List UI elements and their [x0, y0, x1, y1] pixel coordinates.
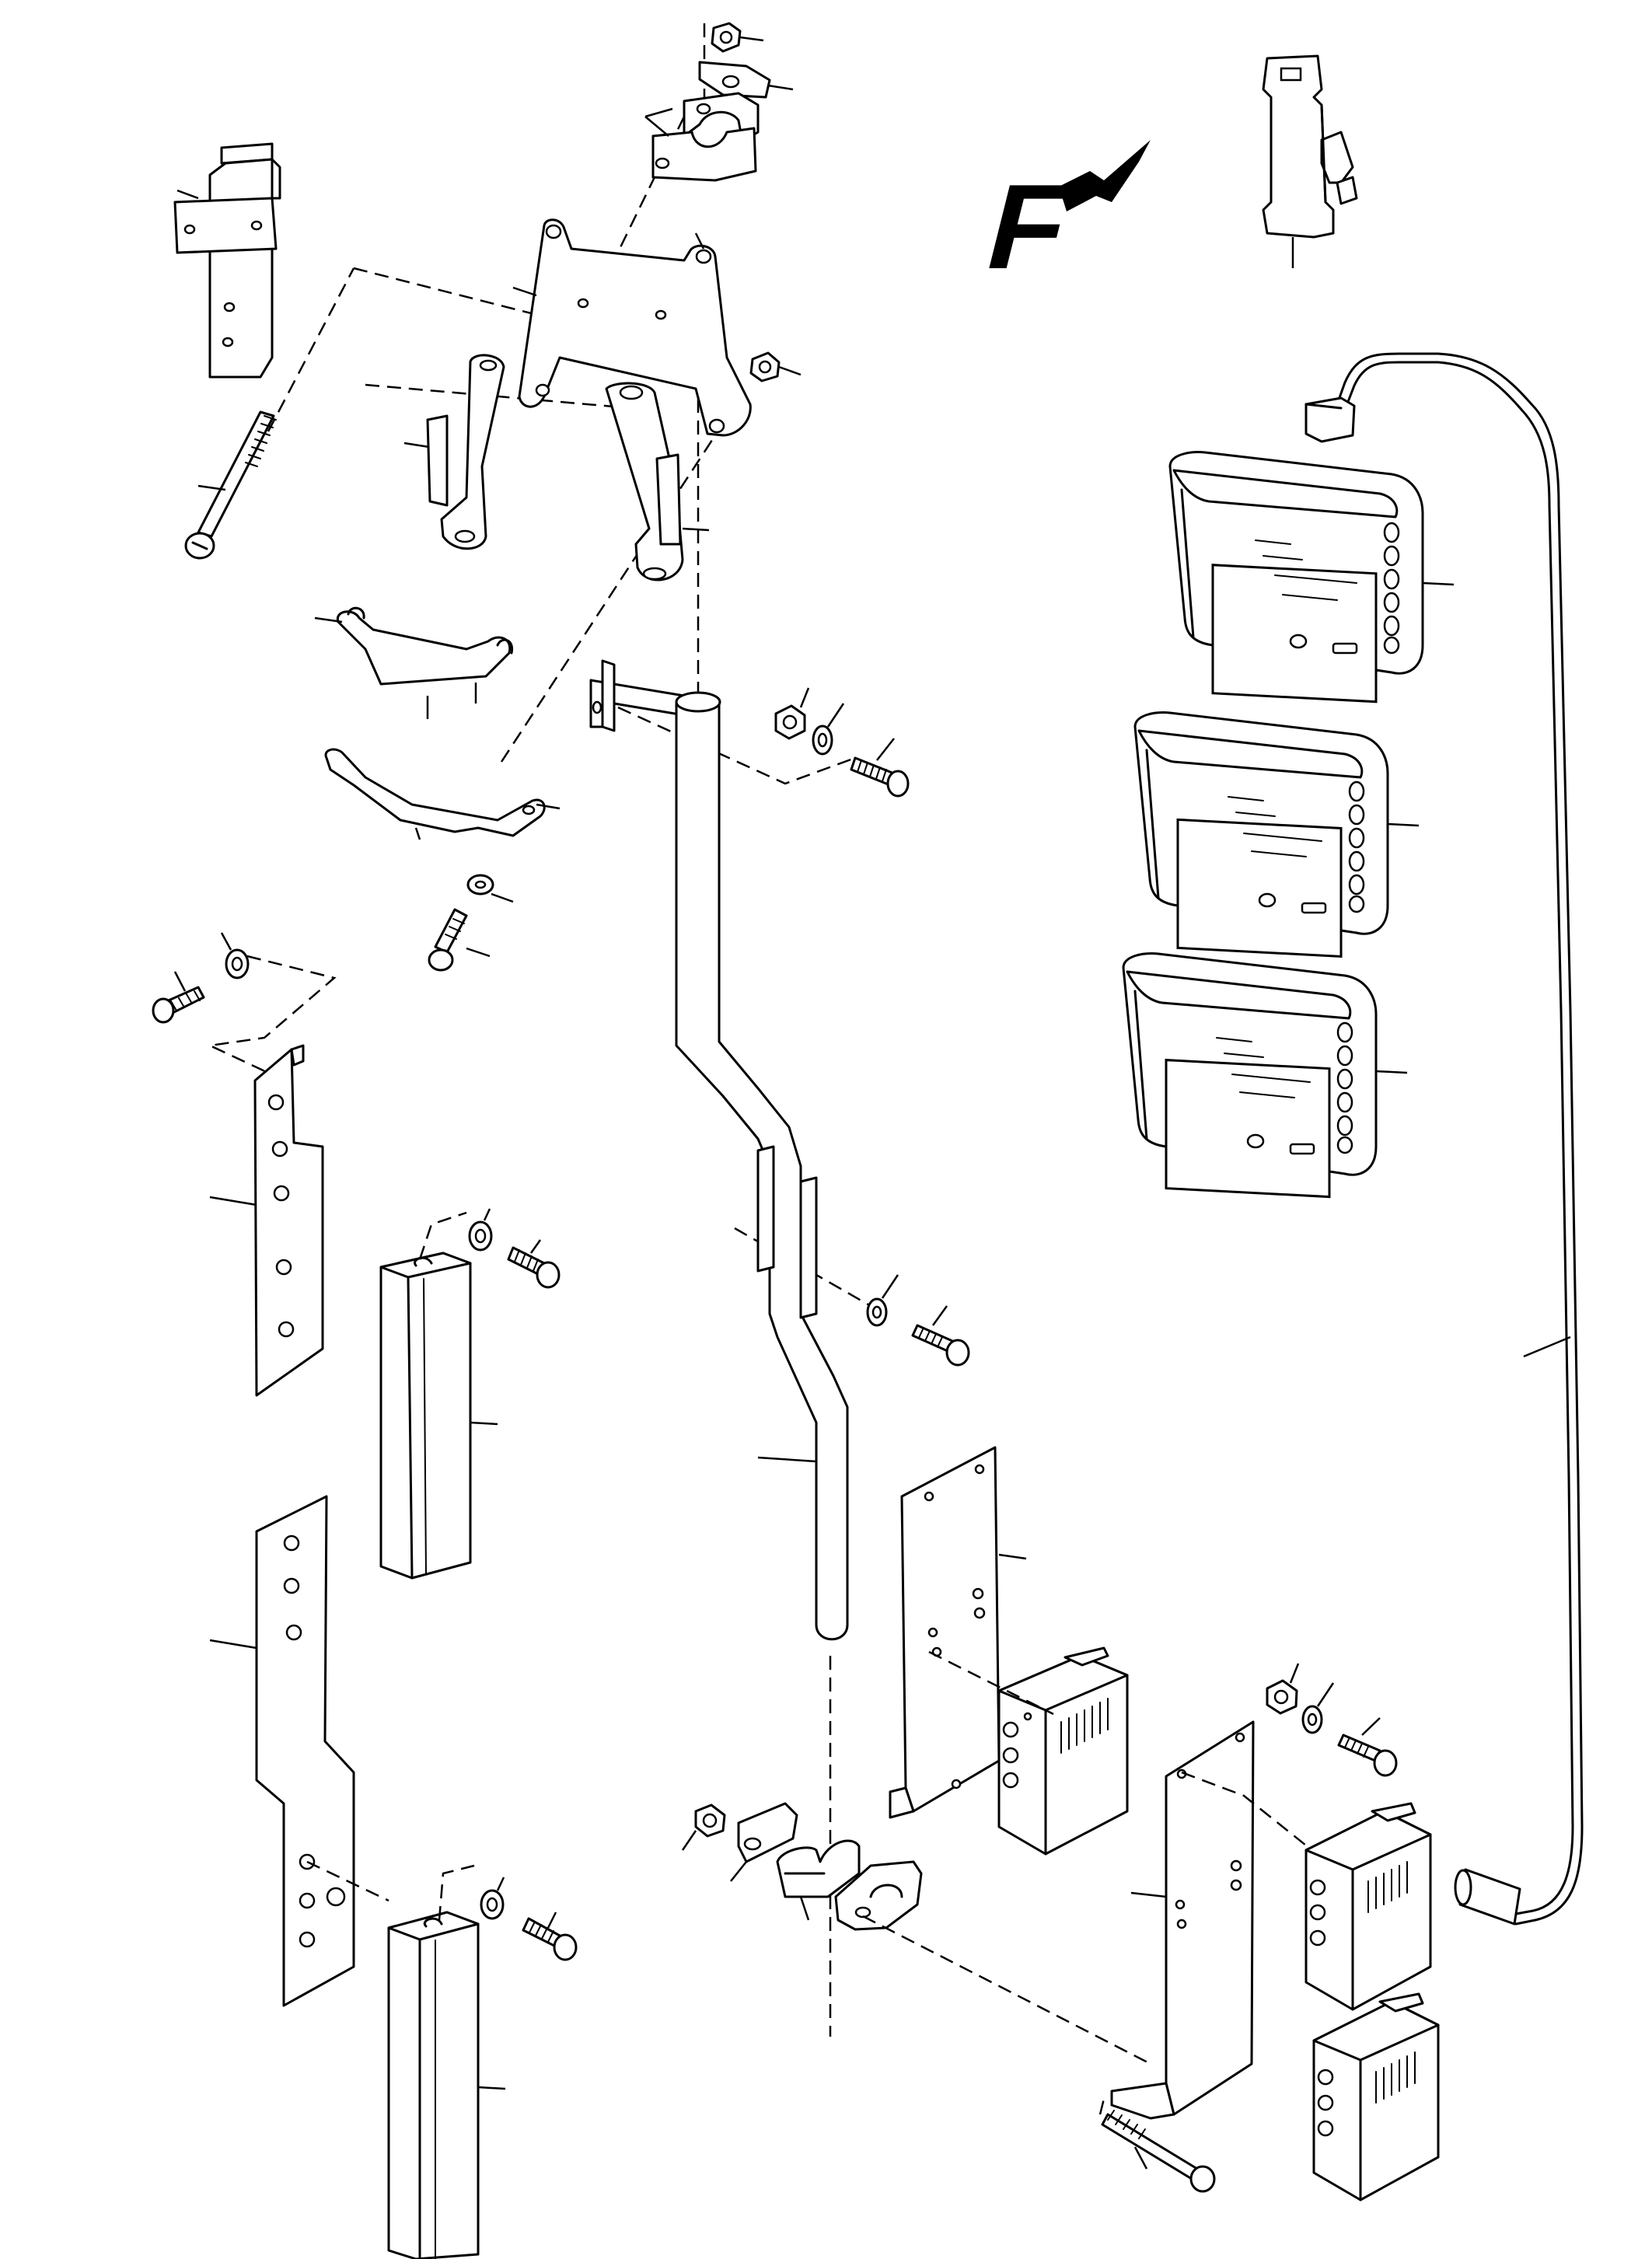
upper-strap-bracket: [314, 606, 514, 719]
monitor-3: [1122, 952, 1408, 1199]
lower-tube-bolt: [522, 1912, 578, 1961]
panel-long-bolt: [1101, 2110, 1216, 2193]
long-bolt-thread: [245, 415, 277, 467]
long-bolt: [184, 410, 277, 560]
mount-plate-nut: [749, 351, 802, 382]
pole-top-bolt: [850, 738, 910, 798]
strap-washer: [466, 874, 514, 903]
monitor-pole: [589, 659, 849, 1641]
spare-box-vents: [1375, 2051, 1416, 2104]
monitor-3-buttons: [1336, 1021, 1353, 1154]
upper-tube-bolt: [507, 1239, 561, 1289]
bottom-clamp-left-half: [776, 1839, 861, 1921]
panel-washer: [1301, 1682, 1335, 1734]
lower-strap-bracket: [324, 748, 561, 840]
left-small-bracket: [403, 354, 505, 550]
t-bracket: [173, 142, 281, 379]
lower-tube-washer: [480, 1877, 505, 1920]
pole-top-nut: [774, 687, 810, 740]
monitor-2-buttons: [1348, 780, 1365, 913]
bottom-clamp-nut: [681, 1803, 726, 1851]
panel-bolt: [1337, 1717, 1398, 1777]
pole-mid-washer: [866, 1274, 899, 1327]
lower-control-box: [1304, 1802, 1432, 2011]
view-letter: F: [975, 160, 1082, 294]
monitor-1: [1168, 451, 1455, 704]
upper-tube-washer: [468, 1208, 493, 1252]
pole-top-washer: [812, 703, 845, 756]
left-upper-washer: [220, 932, 250, 979]
lower-flat-bar: [209, 1495, 355, 2007]
monitor-cable: [1304, 352, 1584, 1926]
panel-nut: [1266, 1663, 1300, 1715]
upper-control-box: [997, 1646, 1129, 1856]
monitor-1-buttons: [1383, 522, 1400, 655]
lower-square-tube: [387, 1911, 506, 2259]
upper-square-tube: [379, 1252, 498, 1580]
circuit-breaker: [1262, 54, 1358, 268]
view-direction-arrow: F: [975, 140, 1151, 294]
upper-flat-bar: [209, 1044, 324, 1397]
spare-control-box: [1312, 1992, 1440, 2201]
left-upper-bolt: [152, 971, 205, 1024]
upper-box-panel: [889, 1446, 1027, 1819]
pole-mid-bolt: [911, 1305, 970, 1367]
monitor-mount-plate: [512, 218, 752, 437]
upper-box-vents: [1060, 1698, 1109, 1754]
top-clamp-plate: [698, 61, 794, 99]
top-clamp-lower-half: [651, 127, 757, 182]
right-bracket: [605, 382, 710, 581]
top-clamp-upper-half: [683, 92, 760, 143]
bottom-clamp-plate: [730, 1802, 798, 1882]
lower-box-vents: [1367, 1861, 1408, 1913]
bottom-clamp-right-half: [834, 1860, 923, 1931]
strap-bolt: [428, 908, 491, 972]
monitor-2: [1133, 711, 1420, 958]
top-clamp-nut: [711, 22, 764, 53]
lower-box-panel: [1110, 1720, 1255, 2120]
bottom-pipe-clamp: [681, 1802, 1151, 2065]
top-pipe-clamp: [644, 22, 794, 182]
